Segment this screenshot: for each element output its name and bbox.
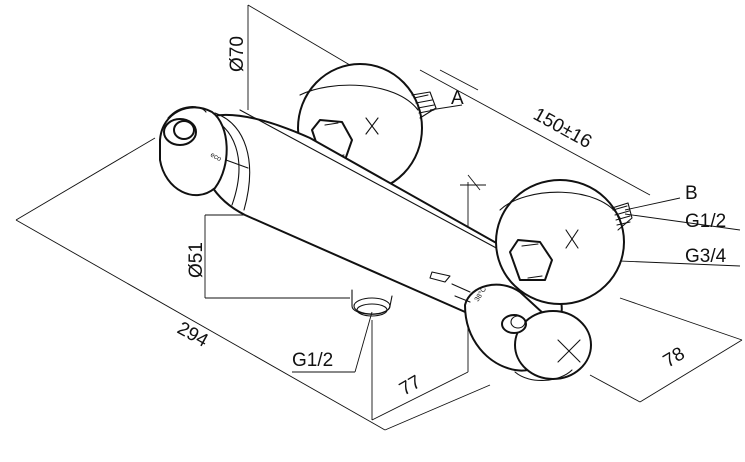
front-connection-escutcheon — [495, 179, 633, 305]
label-eco: eco — [209, 152, 222, 164]
label-diameter-51: Ø51 — [186, 242, 207, 278]
temperature-handle — [429, 271, 592, 382]
label-diameter-70: Ø70 — [227, 36, 248, 72]
left-handle — [159, 106, 228, 197]
label-spacing: 150±16 — [530, 104, 596, 153]
label-depth-78: 78 — [660, 343, 689, 372]
label-thread-right-g12: G1/2 — [685, 211, 726, 232]
label-connection-a: A — [451, 88, 464, 109]
bottom-outlet — [351, 289, 393, 317]
label-thread-outlet: G1/2 — [292, 350, 333, 371]
label-connection-b: B — [685, 183, 698, 204]
label-length-294: 294 — [174, 318, 212, 352]
label-thread-right-g34: G3/4 — [685, 246, 727, 267]
